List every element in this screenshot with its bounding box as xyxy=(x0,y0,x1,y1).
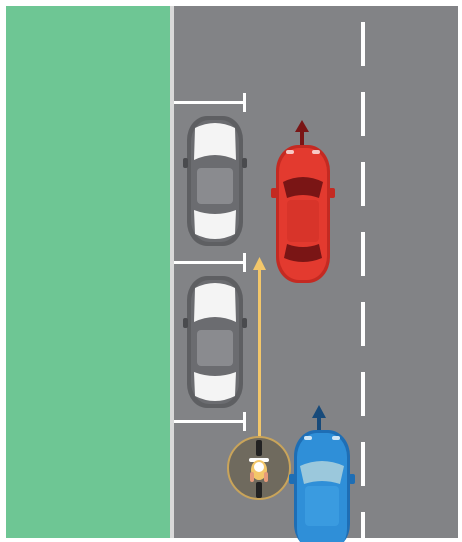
parked-car-white-2 xyxy=(183,276,247,408)
grass-verge xyxy=(6,6,170,538)
parked-car-white-1 xyxy=(183,116,247,246)
cyclist xyxy=(228,437,290,499)
curb-line xyxy=(170,6,174,538)
